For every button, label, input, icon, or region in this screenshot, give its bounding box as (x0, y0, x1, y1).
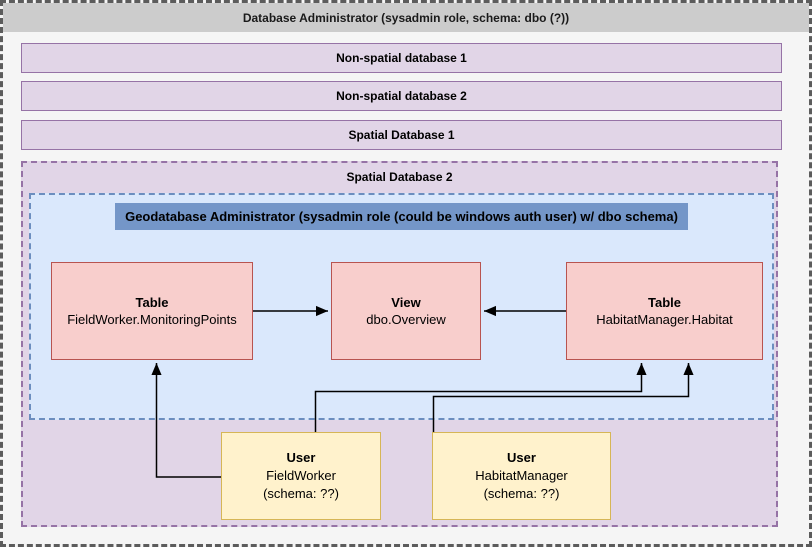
user-fieldworker-type: User (286, 450, 316, 465)
user-habitatmanager-schema: (schema: ??) (483, 486, 560, 501)
table-fieldworker-name: FieldWorker.MonitoringPoints (67, 312, 237, 327)
table-habitatmanager-name: HabitatManager.Habitat (596, 312, 733, 327)
view-type: View (391, 295, 421, 310)
non-spatial-database-2-box: Non-spatial database 2 (21, 81, 782, 111)
spatial-database-1-label: Spatial Database 1 (348, 128, 455, 142)
view-dbo-overview: View dbo.Overview (331, 262, 481, 360)
view-name: dbo.Overview (366, 312, 446, 327)
non-spatial-database-2-label: Non-spatial database 2 (336, 89, 467, 103)
user-fieldworker-schema: (schema: ??) (263, 486, 339, 501)
non-spatial-database-1-label: Non-spatial database 1 (336, 51, 467, 65)
geodatabase-admin-title: Geodatabase Administrator (sysadmin role… (115, 203, 688, 230)
non-spatial-database-1-box: Non-spatial database 1 (21, 43, 782, 73)
spatial-database-2-label: Spatial Database 2 (346, 170, 453, 184)
spatial-database-1-box: Spatial Database 1 (21, 120, 782, 150)
table-fieldworker-monitoringpoints: Table FieldWorker.MonitoringPoints (51, 262, 253, 360)
user-fieldworker-name: FieldWorker (266, 468, 336, 483)
diagram-title: Database Administrator (sysadmin role, s… (242, 10, 570, 25)
table-habitatmanager-habitat: Table HabitatManager.Habitat (566, 262, 763, 360)
user-habitatmanager: User HabitatManager (schema: ??) (432, 432, 611, 520)
user-habitatmanager-type: User (507, 450, 536, 465)
table-habitatmanager-type: Table (648, 295, 681, 310)
user-fieldworker: User FieldWorker (schema: ??) (221, 432, 381, 520)
table-fieldworker-type: Table (135, 295, 169, 310)
user-habitatmanager-name: HabitatManager (475, 468, 568, 483)
header-bar: Database Administrator (sysadmin role, s… (3, 3, 809, 32)
